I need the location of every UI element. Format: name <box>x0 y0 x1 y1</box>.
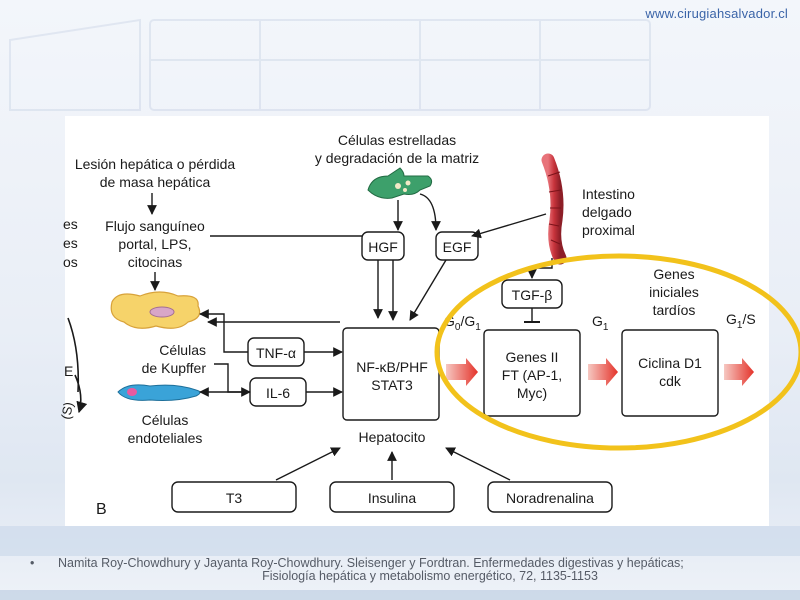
endothelial-label-line1: Células <box>142 412 189 428</box>
late-genes-line2: iniciales <box>649 284 699 300</box>
arrow-noradrenaline-to-hepatocyte <box>445 447 511 481</box>
lesion-label-line2: de masa hepática <box>100 174 211 190</box>
highlight-ellipse <box>434 253 800 451</box>
phase-g1: G1 <box>592 313 609 333</box>
arrow-t3-to-hepatocyte <box>275 447 341 481</box>
hgf-label: HGF <box>368 239 398 255</box>
cut-left-text-5: (S) <box>58 401 76 421</box>
intestine-label-line3: proximal <box>582 222 635 238</box>
kupffer-nucleus-icon <box>149 306 175 318</box>
stellate-droplet-icon <box>395 183 401 189</box>
arrow-egf-to-hepatocyte <box>409 259 447 321</box>
cyclin-line2: cdk <box>659 373 682 389</box>
citation-bullet: • <box>30 556 35 570</box>
endothelial-label-line2: endoteliales <box>128 430 203 446</box>
arrow-stellate-to-egf <box>419 193 441 231</box>
cyclin-d1-box <box>621 329 719 417</box>
intestine-label-line1: Intestino <box>582 186 635 202</box>
flow-label-line2: portal, LPS, <box>118 236 191 252</box>
cut-left-text-4: E <box>64 363 73 379</box>
cut-left-text-3: os <box>63 254 78 270</box>
red-progression-arrow <box>446 358 478 386</box>
late-genes-line3: tardíos <box>653 302 696 318</box>
red-progression-arrow <box>724 358 754 386</box>
cut-left-arrow <box>74 374 88 414</box>
arrow-kupffer-to-il6 <box>214 363 251 397</box>
noradrenaline-label: Noradrenalina <box>506 490 594 506</box>
tgf-beta-label: TGF-β <box>512 287 553 303</box>
t3-box <box>171 481 297 513</box>
cut-left-text-2: es <box>63 235 78 251</box>
endothelial-nucleus-icon <box>127 388 137 396</box>
genes-ii-box <box>483 329 581 417</box>
arrow-flow-to-hepatocyte <box>210 235 383 319</box>
egf-label: EGF <box>443 239 472 255</box>
phase-g0-g1: G0/G1 <box>444 313 481 333</box>
il6-label: IL-6 <box>266 385 290 401</box>
site-url: www.cirugiahsalvador.cl <box>645 6 788 21</box>
lesion-label-line1: Lesión hepática o pérdida <box>75 156 236 172</box>
panel-letter: B <box>96 501 107 518</box>
flow-label-line3: citocinas <box>128 254 182 270</box>
insulin-label: Insulina <box>368 490 416 506</box>
tnf-alpha-label: TNF-α <box>256 345 296 361</box>
kupffer-label-line1: Células <box>159 342 206 358</box>
arrow-tnf-to-kupffer <box>199 309 248 353</box>
phase-g1-s: G1/S <box>726 311 756 331</box>
hepatocyte-line1: NF-κB/PHF <box>356 359 428 375</box>
cyclin-line1: Ciclina D1 <box>638 355 702 371</box>
hepatocyte-label: Hepatocito <box>359 429 426 445</box>
hepatocyte-line2: STAT3 <box>371 377 413 393</box>
hepatocyte-box <box>342 327 440 421</box>
stellate-droplet-icon <box>403 188 407 192</box>
stellate-label-line2: y degradación de la matriz <box>315 150 479 166</box>
cut-left-text-1: es <box>63 216 78 232</box>
genes-ii-line1: Genes II <box>506 349 559 365</box>
noradrenaline-box <box>487 481 613 513</box>
flow-label-line1: Flujo sanguíneo <box>105 218 205 234</box>
red-progression-arrow <box>588 358 618 386</box>
intestine-label-line2: delgado <box>582 204 632 220</box>
stellate-cell-icon <box>367 167 433 199</box>
stellate-droplet-icon <box>405 180 411 186</box>
kupffer-label-line2: de Kupffer <box>142 360 207 376</box>
hgf-box <box>361 231 405 261</box>
citation-line1: Namita Roy-Chowdhury y Jayanta Roy-Chowd… <box>58 556 684 570</box>
intestine-stripes-icon <box>547 171 562 245</box>
genes-ii-line2: FT (AP-1, <box>502 367 562 383</box>
egf-box <box>435 231 479 261</box>
stellate-label-line1: Células estrelladas <box>338 132 456 148</box>
intestine-icon <box>541 153 567 265</box>
insulin-box <box>329 481 455 513</box>
arrow-intestine-to-egf <box>471 213 547 239</box>
t3-label: T3 <box>226 490 243 506</box>
citation-line2: Fisiología hepática y metabolismo energé… <box>262 569 598 583</box>
genes-ii-line3: Myc) <box>517 385 547 401</box>
late-genes-line1: Genes <box>653 266 694 282</box>
